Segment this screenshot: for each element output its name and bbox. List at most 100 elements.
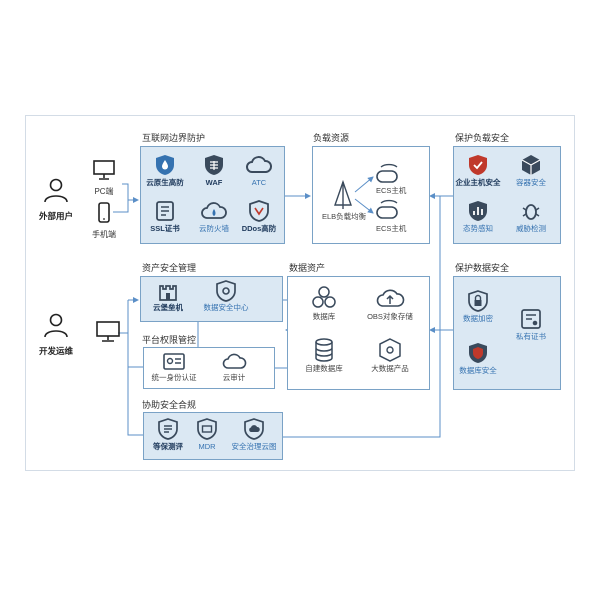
self-built-db: 自建数据库 — [294, 337, 354, 374]
item-label: MDR — [198, 442, 216, 451]
shield-cloud-icon — [244, 418, 264, 440]
big-data-icon — [379, 338, 401, 362]
ssl-cert: SSL证书 — [135, 199, 195, 234]
diagram-frame — [25, 115, 575, 471]
internet-boundary-title: 互联网边界防护 — [142, 133, 206, 143]
load-resources-title: 负载资源 — [313, 133, 350, 143]
shield-grid-icon — [205, 155, 223, 175]
bug-icon — [522, 204, 540, 220]
big-data: 大数据产品 — [360, 337, 420, 374]
item-label: 自建数据库 — [305, 364, 343, 373]
monitor-icon — [93, 160, 115, 180]
item-label: 企业主机安全 — [455, 178, 501, 187]
compliance-title: 协助安全合规 — [142, 400, 197, 410]
protect-data-panel: 数据加密 私有证书 数据库安全 — [453, 276, 561, 390]
elb-label: ELB负载均衡 — [322, 212, 367, 221]
item-label: WAF — [205, 178, 223, 187]
device-mobile-label: 手机端 — [92, 230, 116, 239]
permission-title: 平台权限管控 — [142, 335, 197, 345]
external-user-label: 外部用户 — [38, 211, 73, 221]
item-label: 数据库安全 — [459, 366, 497, 375]
ecs-icon — [376, 206, 398, 219]
item-label: 态势感知 — [463, 224, 493, 233]
database: 数据库 — [294, 285, 354, 322]
item-label: 威胁检测 — [516, 224, 546, 233]
phone-icon — [98, 202, 110, 223]
shield-gear-icon — [216, 280, 236, 302]
protect-data-title: 保护数据安全 — [455, 263, 510, 273]
database-security: 数据库安全 — [448, 341, 508, 376]
shield-check-icon — [469, 155, 487, 175]
item-label: 容器安全 — [516, 178, 546, 187]
asset-mgmt-panel: 云堡垒机 数据安全中心 — [140, 276, 283, 322]
database-icon — [315, 338, 333, 362]
item-label: 云堡垒机 — [153, 303, 183, 312]
devops-monitor — [88, 320, 128, 349]
ddos-protection: DDos高防 — [229, 199, 289, 234]
atc: ATC — [229, 153, 289, 188]
item-label: 云审计 — [222, 373, 246, 382]
lock-shield-icon — [468, 290, 488, 312]
obs-storage: OBS对象存储 — [360, 285, 420, 322]
ecs1-label: ECS主机 — [376, 186, 407, 195]
item-label: SSL证书 — [150, 224, 180, 233]
external-user: 外部用户 — [31, 177, 81, 222]
person-icon — [44, 313, 68, 338]
data-encryption: 数据加密 — [448, 289, 508, 324]
chart-shield-icon — [469, 201, 487, 221]
item-label: DDos高防 — [241, 224, 277, 233]
threat-detection: 威胁检测 — [501, 199, 561, 234]
bastion-host: 云堡垒机 — [138, 280, 198, 313]
shield-icon — [249, 200, 269, 222]
internet-boundary-panel: 云原生高防 WAF ATC SSL证书 云防火墙 DDos高防 — [140, 146, 285, 244]
cloud-fire-icon — [201, 202, 227, 219]
private-cert: 私有证书 — [501, 307, 561, 342]
item-label: 云防火墙 — [199, 224, 229, 233]
asset-mgmt-title: 资产安全管理 — [142, 263, 197, 273]
data-assets-title: 数据资产 — [289, 263, 326, 273]
shield-drop-icon — [156, 155, 174, 175]
item-label: 数据加密 — [463, 314, 493, 323]
device-pc: PC端 — [84, 159, 124, 197]
load-resources-panel: ELB负载均衡 ECS主机 ECS主机 — [312, 146, 430, 244]
cloud-icon — [246, 156, 272, 173]
shield-icon — [469, 343, 487, 363]
protect-load-panel: 企业主机安全 容器安全 态势感知 威胁检测 — [453, 146, 561, 244]
compliance-panel: 等保测评 MDR 安全治理云图 — [143, 412, 283, 460]
item-label: ATC — [251, 178, 267, 187]
item-label: 云原生高防 — [146, 178, 184, 187]
data-assets-panel: 数据库 OBS对象存储 自建数据库 大数据产品 — [287, 276, 430, 390]
host-security: 企业主机安全 — [448, 153, 508, 188]
data-security-center: 数据安全中心 — [196, 280, 256, 313]
device-mobile: 手机端 — [84, 202, 124, 240]
item-label: OBS对象存储 — [367, 312, 413, 321]
item-label: 等保测评 — [153, 442, 183, 451]
container-security: 容器安全 — [501, 153, 561, 188]
container-icon — [521, 155, 541, 175]
unified-identity: 统一身份认证 — [144, 352, 204, 383]
cloud-audit-icon — [222, 353, 247, 369]
id-card-icon — [163, 353, 185, 370]
ecs2-label: ECS主机 — [376, 224, 407, 233]
shield-monitor-icon — [197, 418, 217, 440]
mdr: MDR — [177, 417, 237, 452]
devops-user-label: 开发运维 — [38, 346, 73, 356]
cloud-upload-icon — [376, 289, 405, 307]
waf: WAF — [184, 153, 244, 188]
person-icon — [44, 178, 68, 203]
permission-panel: 统一身份认证 云审计 — [143, 347, 275, 389]
monitor-icon — [96, 321, 120, 342]
ecs-icon — [376, 170, 398, 183]
protect-load-title: 保护负载安全 — [455, 133, 510, 143]
security-governance: 安全治理云图 — [224, 417, 284, 452]
hexagon-cluster-icon — [312, 286, 336, 308]
classified-protection: 等保测评 — [138, 417, 198, 452]
item-label: 数据安全中心 — [203, 303, 249, 312]
elb-topology — [334, 163, 398, 219]
shield-doc-icon — [158, 418, 178, 440]
cloud-native-ddos: 云原生高防 — [135, 153, 195, 188]
cloud-audit: 云审计 — [204, 352, 264, 383]
item-label: 安全治理云图 — [231, 442, 277, 451]
castle-icon — [159, 285, 177, 301]
situation-awareness: 态势感知 — [448, 199, 508, 234]
